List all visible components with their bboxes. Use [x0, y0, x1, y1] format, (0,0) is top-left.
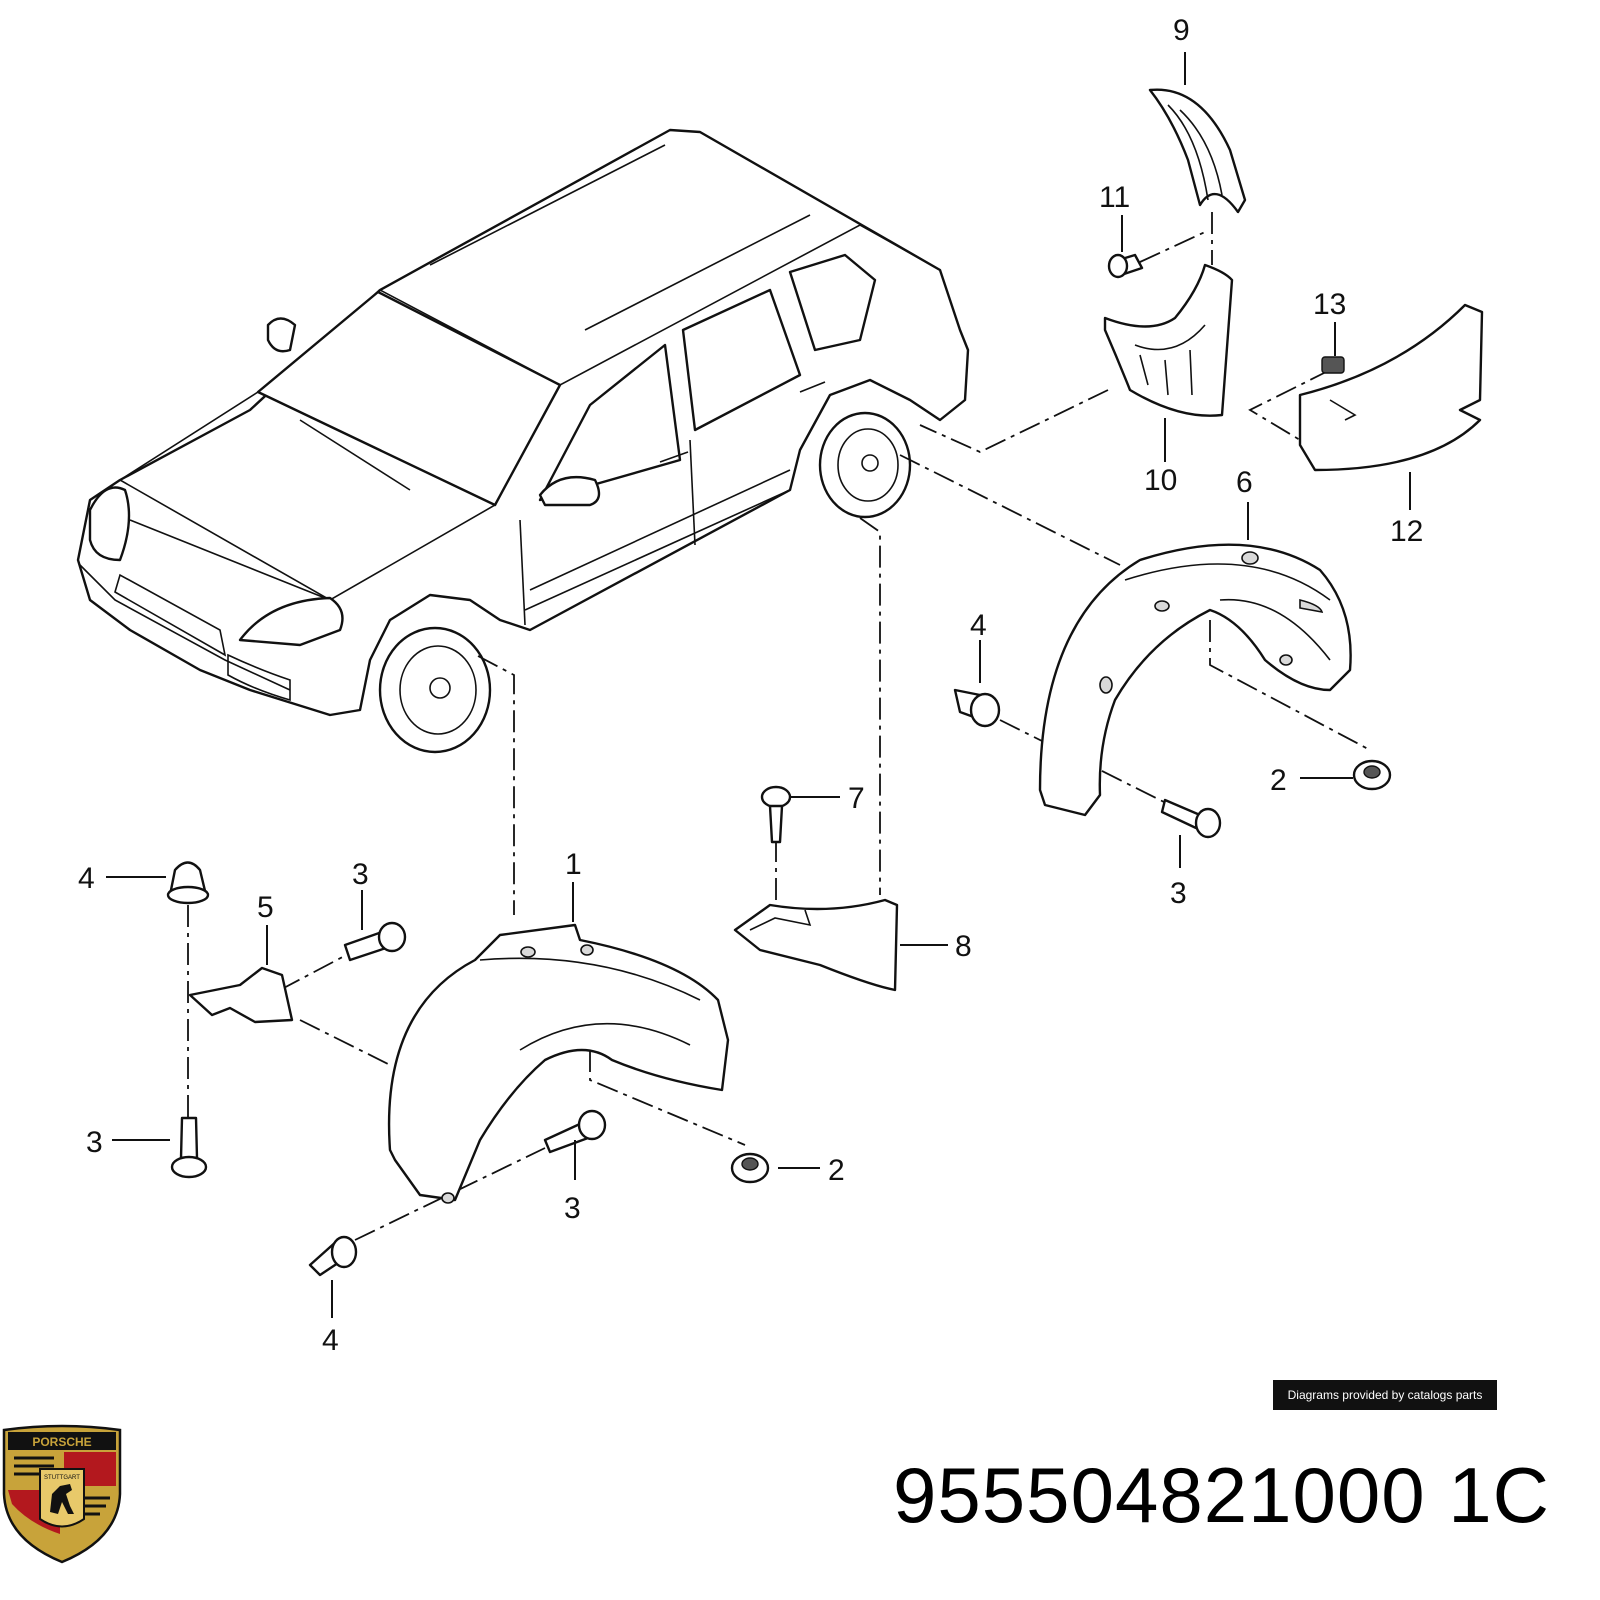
callout-3-left-top: 3: [352, 858, 369, 891]
callout-3-left-bottom: 3: [86, 1126, 103, 1159]
part-3-screw-right: [1160, 798, 1222, 839]
callout-4-top-left: 4: [78, 862, 95, 895]
part-12-wheel-arch-trim: [1298, 303, 1484, 472]
porsche-crest-icon: PORSCHE STUTTGART: [2, 1424, 122, 1564]
part-7-screw: [760, 785, 792, 844]
part-2-nut-right: [1352, 759, 1392, 791]
callout-2-center: 2: [828, 1154, 845, 1187]
part-6-rear-wheelhouse-liner: [1038, 543, 1352, 817]
callout-9: 9: [1173, 14, 1190, 47]
crest-city-text: STUTTGART: [44, 1475, 80, 1481]
callout-3-right: 3: [1170, 877, 1187, 910]
part-9-flap-trim: [1148, 88, 1247, 214]
part-3-screw-left-top: [343, 921, 407, 962]
part-8-front-mudflap: [733, 898, 899, 992]
vehicle-illustration: [76, 128, 970, 754]
part-4-clip-bottom: [308, 1235, 358, 1277]
callout-4-bottom: 4: [322, 1324, 339, 1357]
callout-10: 10: [1144, 464, 1177, 497]
crest-brand-text: PORSCHE: [32, 1435, 91, 1449]
callout-6: 6: [1236, 466, 1253, 499]
callout-1: 1: [565, 848, 582, 881]
callout-labels: 9 11 13 10 6 12 4 2 7 3 4 3 5 1 8 3 2 3 …: [78, 14, 1423, 1357]
callout-5: 5: [257, 891, 274, 924]
callout-3-center: 3: [564, 1192, 581, 1225]
part-number: 955504821000 1C: [893, 1451, 1550, 1539]
credit-banner: Diagrams provided by catalogs parts: [1273, 1380, 1497, 1410]
callout-8: 8: [955, 930, 972, 963]
part-3-screw-center: [543, 1109, 607, 1154]
part-4-clip-top-left: [166, 861, 210, 905]
part-2-nut-center: [730, 1152, 770, 1184]
callout-4-right: 4: [970, 609, 987, 642]
part-1-front-wheelhouse-liner: [387, 923, 730, 1204]
callout-2-right: 2: [1270, 764, 1287, 797]
part-3-screw-left-bottom: [170, 1116, 208, 1179]
callout-7: 7: [848, 782, 865, 815]
part-4-expansion-clip-right: [953, 688, 1001, 728]
callout-12: 12: [1390, 515, 1423, 548]
part-10-rear-mudflap: [1103, 263, 1234, 417]
part-11-screw: [1107, 253, 1144, 279]
callout-13: 13: [1313, 288, 1346, 321]
part-13-clip: [1321, 356, 1345, 374]
part-5-bracket: [188, 966, 294, 1024]
leader-lines: [106, 52, 1411, 1318]
callout-11: 11: [1099, 181, 1130, 214]
